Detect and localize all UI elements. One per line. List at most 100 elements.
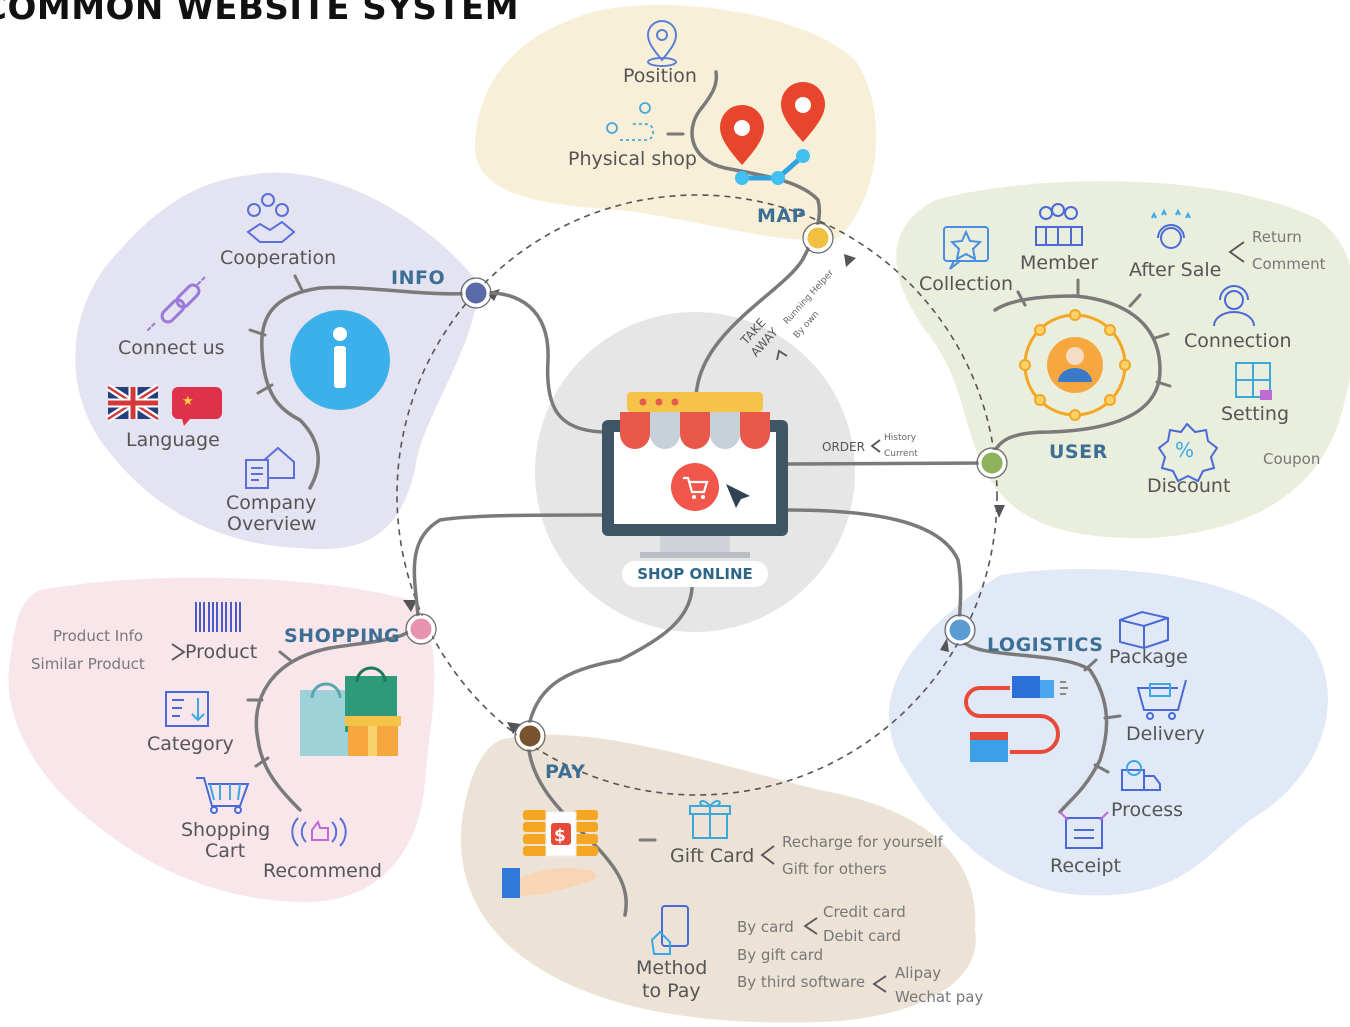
receipt-icon [1059,811,1109,849]
shopping-bags-icon [300,666,401,756]
route-dot [771,171,785,185]
gift-ribbon [368,722,377,756]
cart-wheel [1146,712,1154,720]
info-item-overview: Overview [227,513,317,535]
connector-shopping [254,513,604,812]
cart-wheel [234,806,242,814]
awning-dot [655,398,663,406]
agent-headset [1157,224,1185,239]
user-item-collection: Collection [919,273,1013,295]
connector-order-history: History [884,433,917,443]
user-item-discount: Discount [1147,475,1231,497]
connector-map [690,70,822,402]
node-rings [405,222,1008,752]
cart-wheel [210,806,218,814]
card-hand-icon [650,905,689,955]
category-sort-icon [165,691,209,727]
shop-awning [970,732,1008,740]
orbit-dot [1119,359,1131,371]
coin-stack [523,822,547,832]
node-user [978,449,1006,477]
cart-grid [209,783,241,801]
user-sub-comment: Comment [1252,255,1326,273]
shopping-sub-product-info: Product Info [53,627,144,645]
node-ring [944,614,976,646]
arrow-head [994,505,1005,518]
head [275,203,289,217]
pay-sub-gift-others: Gift for others [782,860,887,878]
list-box [165,691,209,727]
user-avatar-icon [1019,309,1131,421]
node-ring [514,720,546,752]
awning-dot [639,398,647,406]
awning-stripes [620,412,650,449]
pay-card-credit: Credit card [823,903,906,921]
section-pay: PAY [545,761,586,783]
tick [293,274,304,292]
tick [1016,290,1027,307]
doc-lines [251,467,263,481]
orbit-dot [1034,394,1046,406]
shopping-sub-similar-product: Similar Product [31,655,145,673]
pay-method-by-card: By card [737,918,794,936]
avatar-body [1058,368,1092,382]
section-user: USER [1049,441,1108,463]
section-map: MAP [757,205,807,227]
bag-handle [310,682,342,699]
percent: % [1175,438,1194,462]
flag-bubble [172,387,222,426]
coin-stack [523,846,547,856]
shopping-cart-icon [196,777,250,814]
delivery-cart-icon [1136,679,1187,720]
hands [246,220,296,243]
chevrons [171,241,1245,993]
truck-body [1121,769,1145,791]
node-ring [802,222,834,254]
gift-ribbon [699,800,721,838]
head [247,203,261,217]
store-screen-icon [602,392,788,558]
node-shopping [407,615,435,643]
blue-cab [1040,680,1054,698]
location-pin-icon [646,20,678,67]
chevron-icon [870,439,881,453]
flag-star: ★ [182,394,194,409]
node-ring [976,447,1008,479]
shopping-item-cart: Cart [205,840,246,862]
receipt-arrows [1059,811,1109,821]
awning-stripe [650,412,680,449]
chat-box [943,226,989,262]
chevron-icon [760,845,775,865]
info-item-language: Language [126,429,220,451]
node-ring [405,613,437,645]
shopping-item-shopping: Shopping [181,819,271,841]
coin-stack [523,810,547,820]
connector-info [260,285,604,490]
tick [278,650,292,662]
info-region [75,172,480,550]
cart [1136,679,1187,711]
puzzle-cut [1236,363,1270,397]
hand [650,930,671,955]
orbit-dot [1104,324,1116,336]
user-item-member: Member [1020,252,1099,274]
connector-logistics [786,508,1109,814]
awning-stripe [680,412,710,449]
link-b [175,283,201,309]
info-icon [290,310,390,410]
monitor-stand [660,536,730,554]
support-agent-icon [1151,208,1191,249]
card [661,905,689,947]
connector-order-label: ORDER [822,440,865,454]
pay-item-to-pay: to Pay [642,980,701,1002]
pay-card-debit: Debit card [823,927,901,945]
star-chat-icon [943,226,989,270]
tick [248,328,267,337]
pin-shadow [647,57,677,67]
cart-cursor-icon [683,476,709,494]
tick [1128,293,1142,308]
pay-software-wechat: Wechat pay [895,988,984,1006]
package-icon [1119,610,1169,650]
logistics-item-package: Package [1109,646,1188,668]
chevron-icon [1228,241,1245,263]
